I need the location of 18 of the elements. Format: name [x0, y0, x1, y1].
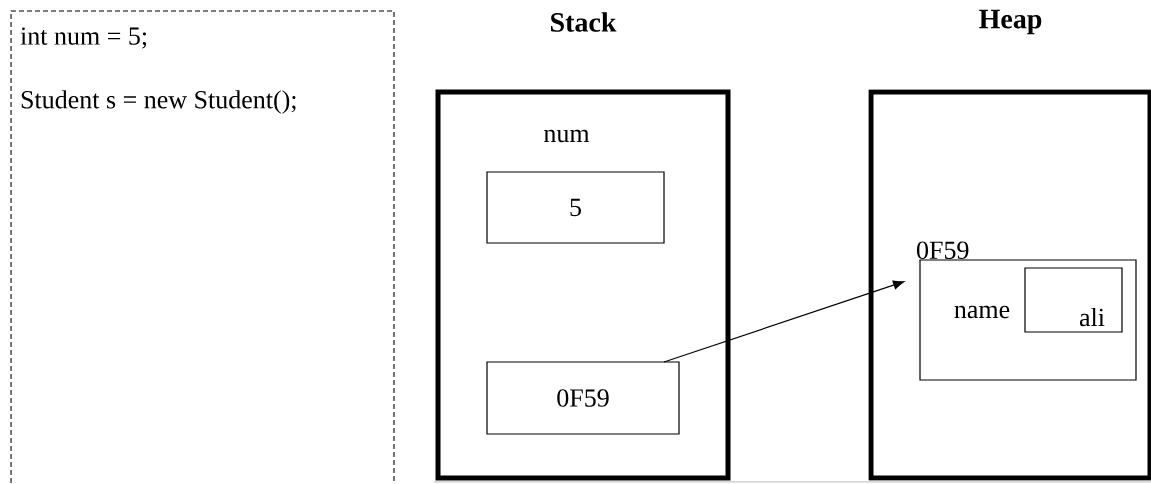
area-title: Heap [979, 9, 1042, 35]
value-text: 5 [570, 198, 581, 217]
variable-box [486, 361, 680, 435]
object-box [917, 241, 1137, 381]
area-title: Stack [551, 12, 617, 32]
field-name: name [954, 305, 1010, 319]
code-panel [10, 10, 395, 484]
code-line: Student s = new Student(); [21, 90, 296, 114]
variable-name: num [544, 129, 590, 143]
memory-area [868, 9, 1151, 481]
value-text: 0F59 [557, 389, 609, 407]
arrow [663, 280, 905, 363]
memory-area [435, 12, 731, 481]
field-value: ali [1079, 307, 1105, 327]
field-box [1024, 267, 1123, 333]
code-line: int num = 5; [20, 27, 147, 49]
address-label: 0F59 [917, 241, 969, 259]
variable-box [486, 129, 665, 244]
